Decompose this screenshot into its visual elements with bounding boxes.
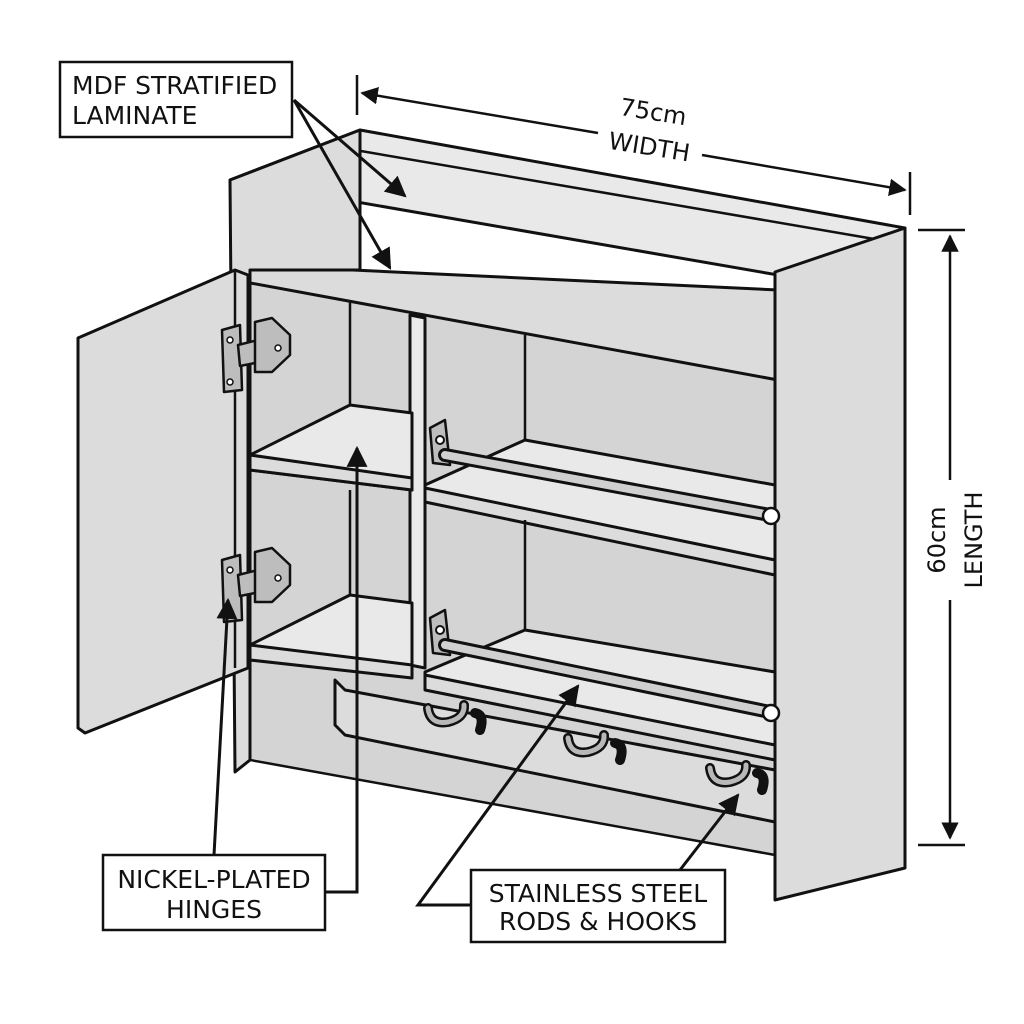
rods bbox=[428, 418, 781, 723]
label-material-line1: MDF STRATIFIED bbox=[72, 71, 277, 100]
hook-1 bbox=[423, 700, 487, 735]
label-hinges-line2: HINGES bbox=[166, 895, 262, 924]
cabinet-right-side-panel bbox=[773, 226, 907, 902]
label-material-line2: LAMINATE bbox=[72, 101, 197, 130]
hooks bbox=[423, 700, 769, 795]
label-hinges-line1: NICKEL-PLATED bbox=[117, 865, 310, 894]
width-label: WIDTH bbox=[607, 127, 692, 167]
rod-lower bbox=[428, 608, 781, 723]
hook-2 bbox=[563, 730, 627, 765]
cabinet bbox=[228, 128, 907, 902]
label-rods-line1: STAINLESS STEEL bbox=[489, 879, 708, 908]
width-value: 75cm bbox=[618, 93, 689, 131]
cabinet-door bbox=[76, 268, 250, 735]
length-dimension: 60cm LENGTH bbox=[918, 228, 988, 847]
label-rods-line2: RODS & HOOKS bbox=[499, 907, 697, 936]
label-hinges: NICKEL-PLATED HINGES bbox=[101, 445, 368, 932]
rod-upper bbox=[428, 418, 781, 526]
hook-3 bbox=[705, 760, 769, 795]
label-material: MDF STRATIFIED LAMINATE bbox=[58, 60, 407, 270]
length-label: LENGTH bbox=[960, 492, 988, 589]
label-rods: STAINLESS STEEL RODS & HOOKS bbox=[415, 684, 740, 944]
length-value: 60cm bbox=[923, 506, 951, 573]
cabinet-divider bbox=[408, 313, 427, 670]
hinge-upper bbox=[220, 316, 292, 394]
